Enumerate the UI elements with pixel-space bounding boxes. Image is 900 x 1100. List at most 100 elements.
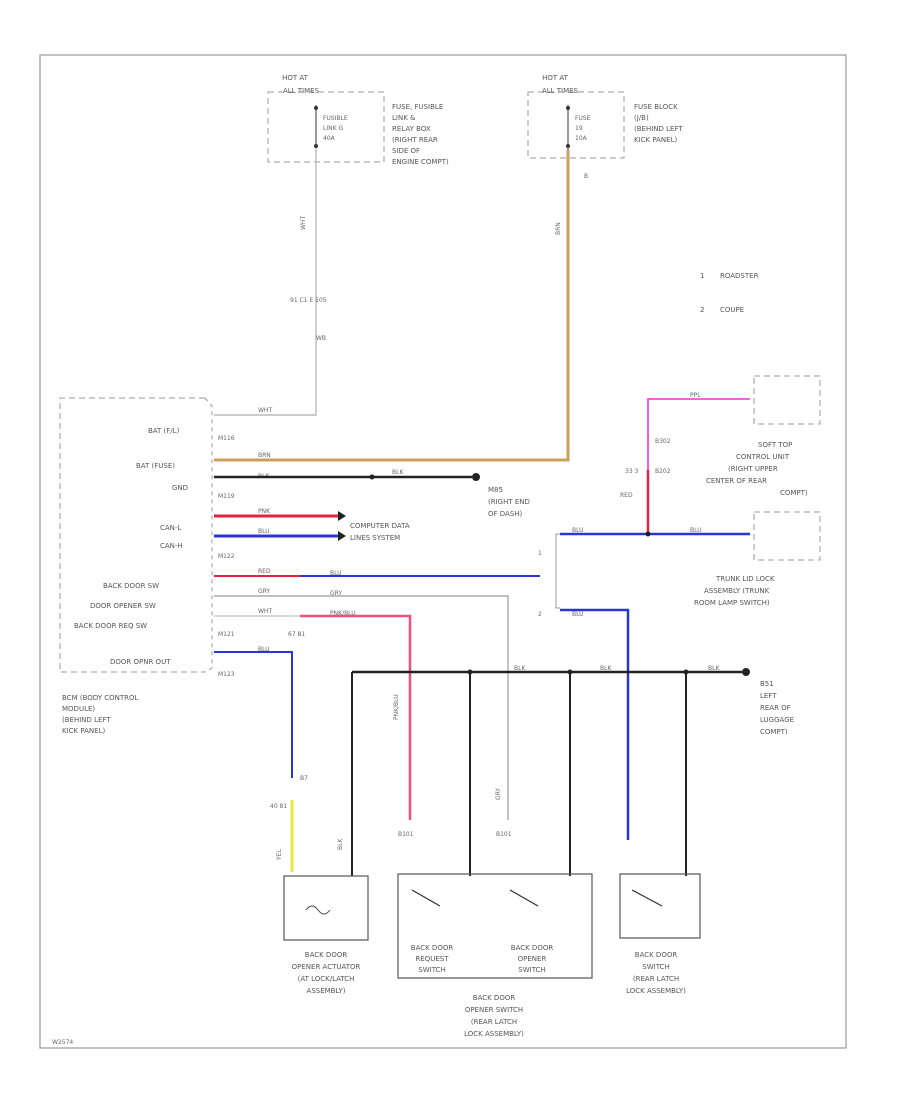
wire-label: PNK/BLU [330,610,356,617]
wire-label: BLK [392,469,404,476]
wire-label: WHT [258,407,272,414]
request-switch-label: SWITCH [418,966,445,974]
location-line: ENGINE COMPT) [392,158,449,166]
wire-label: BLK [708,665,720,672]
wire-blu-opnr-out [214,651,293,778]
trunk-lid-lock [753,511,821,561]
wire-label: BLK [337,838,344,850]
legend-num-2: 2 [700,306,704,314]
connector-label: B101 [398,831,414,838]
trunk-label: ASSEMBLY (TRUNK [704,587,770,595]
wire-label: GRY [330,590,342,597]
opener-switch-label: BACK DOOR [511,944,554,952]
wire-wht-bat-fl [214,148,317,416]
wire-wht-req [214,615,411,820]
can-label: LINES SYSTEM [350,534,400,542]
door-switch-box [619,873,701,939]
soft-top-label: COMPT) [780,489,808,497]
switch-icon [631,889,663,907]
ground-icon [742,668,750,676]
bcm-module: BAT (F/L) BAT (FUSE) GND CAN-L CAN-H BAC… [59,397,305,735]
switch-icon [411,889,441,907]
option-1: 1 [538,550,542,557]
connector-label: M121 [218,631,235,638]
opener-switch-label: OPENER [518,955,547,963]
option-2: 2 [538,611,542,618]
location-line: KICK PANEL) [634,136,677,144]
connector-label: M122 [218,553,235,560]
ground-id: M85 [488,486,503,494]
fuse-terminal-icon [314,144,318,148]
location-line: FUSE, FUSIBLE [392,103,443,111]
fuse-terminal-icon [566,144,570,148]
diagram-id: W2574 [52,1039,73,1046]
soft-top-label: (RIGHT UPPER [728,465,778,473]
legend-num-1: 1 [700,272,704,280]
wire-label: WHT [300,216,307,230]
opener-switch-label: SWITCH [518,966,545,974]
location-line: (RIGHT REAR [392,136,438,144]
fuse-line: LINK G [323,125,343,132]
legend-coupe: COUPE [720,306,744,314]
fuse-box-right [527,91,625,159]
door-switch-label: LOCK ASSEMBLY) [626,987,686,995]
location-line: LINK & [392,114,416,122]
fuse-line: FUSE [575,115,591,122]
actuator-label: BACK DOOR [305,951,348,959]
door-switch-label: BACK DOOR [635,951,678,959]
bcm-name: MODULE) [62,705,95,713]
connector-label: B101 [496,831,512,838]
actuator-label: ASSEMBLY) [307,987,346,995]
wire-label: BRN [258,452,271,459]
fuse-line: 40A [323,135,336,142]
latch-label: LOCK ASSEMBLY) [464,1030,524,1038]
splice-dot [369,474,375,480]
wire-label: BLK [600,665,612,672]
wire-label: BLU [690,527,702,534]
bcm-pin-bat-fuse: BAT (FUSE) [136,462,175,470]
ground-location: (RIGHT END [488,498,530,506]
diagram-frame [39,54,847,1049]
ground-location: OF DASH) [488,510,523,518]
fuse-terminal-icon [314,106,318,110]
wire-gry-opener [214,595,509,820]
bcm-name: BCM (BODY CONTROL [62,694,139,702]
ground2-location: LEFT [760,692,777,700]
location-line: FUSE BLOCK [634,103,678,111]
hot-source-right: HOT AT ALL TIMES FUSE 19 10A FUSE BLOCK … [527,74,683,180]
fuse-box-left [267,91,385,163]
actuator-label: (AT LOCK/LATCH [298,975,355,983]
motor-icon [305,905,331,915]
option-selector [555,533,560,609]
connector-label: M123 [218,671,235,678]
hot-time-left: ALL TIMES [283,87,320,95]
wire-label: PNK/BLU [393,694,400,720]
rear-latch-assembly [397,873,593,979]
fuse-terminal-icon [566,106,570,110]
wire-label: PPL [690,392,701,399]
splice-label: WB [316,335,326,342]
trunk-label: ROOM LAMP SWITCH) [694,599,770,607]
wire-label: BLU [258,646,270,653]
bcm-pin-door-opener-sw: DOOR OPENER SW [90,602,156,610]
splice-dot [645,531,651,537]
latch-label: OPENER SWITCH [465,1006,523,1014]
trunk-label: TRUNK LID LOCK [715,575,775,583]
door-switch-label: SWITCH [642,963,669,971]
wire-blu-door-switch [560,608,630,840]
actuator-box [283,875,369,941]
bcm-pin-back-door-req-sw: BACK DOOR REQ SW [74,622,147,630]
connector-label: M116 [218,435,235,442]
connector-label: M119 [218,493,235,500]
wire-label: BLK [514,665,526,672]
soft-top-label: SOFT TOP [758,441,792,449]
connector-label: B7 [300,775,308,782]
latch-label: (REAR LATCH [471,1018,517,1026]
bcm-name: (BEHIND LEFT [62,716,111,724]
request-switch-label: BACK DOOR [411,944,454,952]
request-switch-label: REQUEST [415,955,449,963]
bcm-pin-gnd: GND [172,484,188,492]
wire-label: BLU [572,611,584,618]
legend-roadster: ROADSTER [720,272,759,280]
